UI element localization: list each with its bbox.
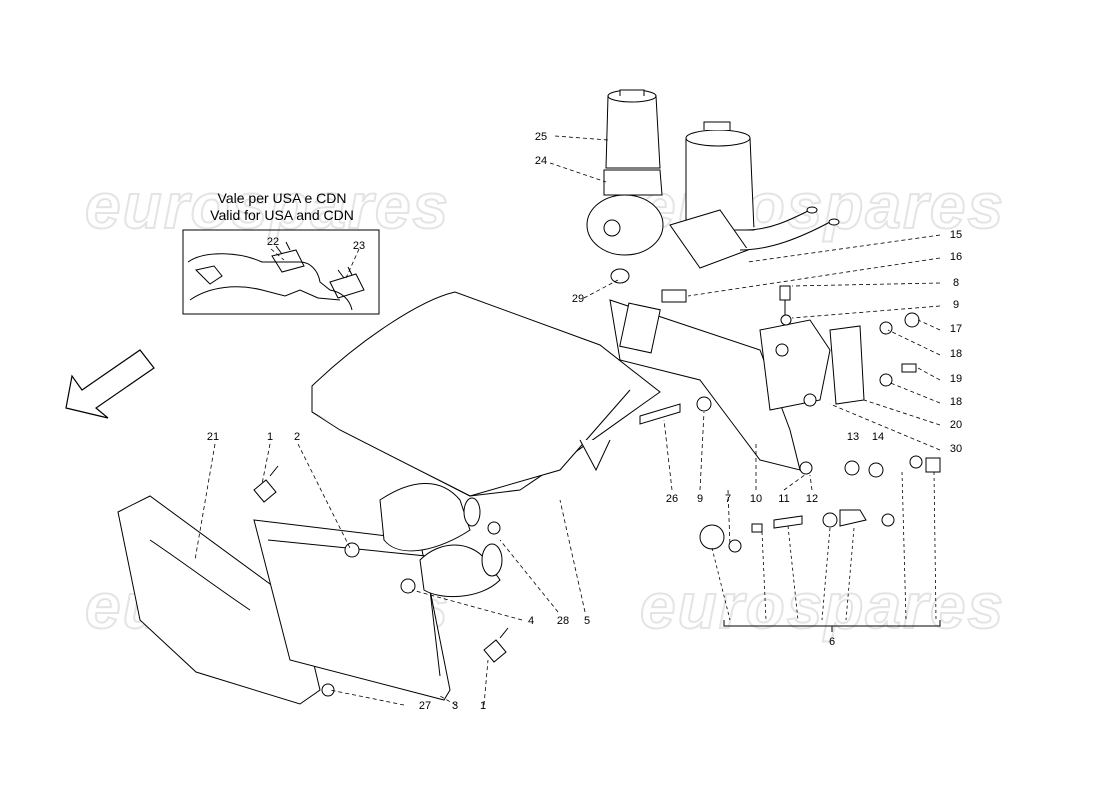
part-number-label: 30 (950, 443, 962, 455)
part-number-label: 19 (950, 373, 962, 385)
watermark-text: eurospares (85, 170, 450, 242)
inset-illustration (187, 241, 365, 311)
watermark-text: eurospares (640, 570, 1005, 642)
part-number-label: 16 (950, 251, 962, 263)
part-number-label: 6 (829, 636, 835, 648)
part-number-label: 10 (750, 493, 762, 505)
part-number-label: 29 (572, 293, 584, 305)
part-number-label: 14 (872, 431, 884, 443)
part-number-label: 20 (950, 419, 962, 431)
part-number-label: 12 (806, 493, 818, 505)
part-number-label: 23 (353, 240, 365, 252)
headlight-motor-assembly (586, 89, 840, 269)
part-number-label: 1 (480, 700, 486, 712)
part-number-label: 27 (419, 700, 431, 712)
leader-lines (194, 135, 941, 706)
part-number-label: 11 (778, 493, 789, 505)
part-number-label: 25 (535, 131, 547, 143)
part-number-label: 7 (725, 493, 731, 505)
direction-arrow-icon (65, 349, 155, 419)
part-number-label: 13 (847, 431, 859, 443)
inset-caption: Vale per USA e CDN Valid for USA and CDN (152, 190, 412, 224)
fasteners-group (610, 268, 941, 553)
mounting-bracket (609, 299, 865, 471)
part-number-label: 24 (535, 155, 547, 167)
part-number-label: 9 (697, 493, 703, 505)
group-leaders-6 (711, 471, 937, 621)
inset-caption-english: Valid for USA and CDN (210, 207, 354, 223)
part-number-label: 18 (950, 396, 962, 408)
part-number-label: 1 (267, 431, 273, 443)
headlight-unit (117, 465, 509, 705)
part-number-label: 9 (953, 299, 959, 311)
part-number-label: 21 (207, 431, 219, 443)
group-bracket-6 (723, 620, 941, 632)
part-number-label: 15 (950, 229, 962, 241)
part-number-label: 22 (267, 236, 279, 248)
part-number-label: 8 (953, 277, 959, 289)
inset-box (182, 229, 380, 315)
inset-caption-italian: Vale per USA e CDN (217, 190, 347, 206)
part-number-label: 28 (557, 615, 569, 627)
part-number-label: 18 (950, 348, 962, 360)
part-number-label: 5 (584, 615, 590, 627)
part-number-label: 3 (452, 700, 458, 712)
engine-lid (311, 291, 661, 497)
part-number-label: 2 (294, 431, 300, 443)
part-number-label: 17 (950, 323, 962, 335)
part-number-label: 26 (666, 493, 678, 505)
part-number-label: 4 (528, 615, 534, 627)
